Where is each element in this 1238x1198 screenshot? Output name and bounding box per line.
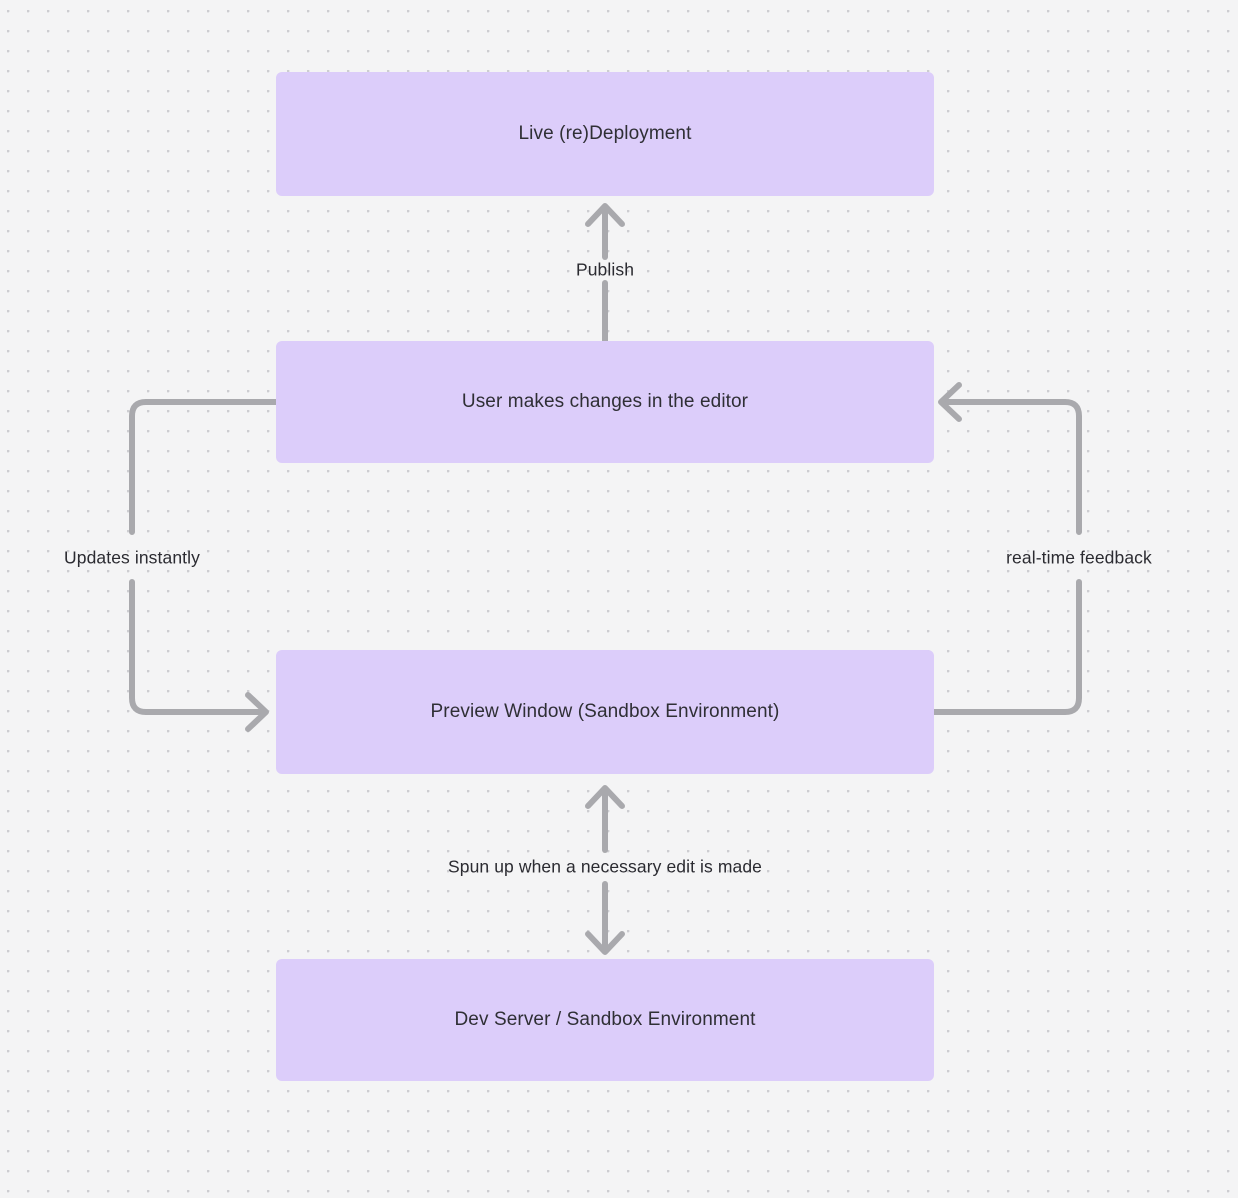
node-dev-server-label: Dev Server / Sandbox Environment	[454, 1008, 756, 1030]
edge-updates-path-upper	[129, 399, 279, 535]
node-user-edits[interactable]: User makes changes in the editor	[276, 341, 934, 463]
edge-updates-arrowhead-right	[245, 692, 269, 732]
edge-label-updates-instantly: Updates instantly	[64, 547, 200, 568]
node-dev-server[interactable]: Dev Server / Sandbox Environment	[276, 959, 934, 1081]
edge-publish-arrowhead-up	[585, 203, 625, 227]
node-live-deployment-label: Live (re)Deployment	[518, 122, 692, 144]
edge-updates-path-lower	[129, 579, 265, 715]
edge-label-spun-up: Spun up when a necessary edit is made	[447, 856, 763, 877]
edge-realtime-arrowhead-left	[938, 382, 962, 422]
edge-realtime-path-lower	[931, 579, 1082, 715]
edge-label-publish: Publish	[575, 259, 635, 280]
node-preview-window-label: Preview Window (Sandbox Environment)	[430, 700, 780, 722]
edge-spunup-arrowhead-down	[585, 931, 625, 955]
edge-spunup-arrowhead-up	[585, 785, 625, 809]
node-preview-window[interactable]: Preview Window (Sandbox Environment)	[276, 650, 934, 774]
node-user-edits-label: User makes changes in the editor	[461, 390, 749, 412]
edge-label-real-time-feedback: real-time feedback	[1006, 547, 1152, 568]
node-live-deployment[interactable]: Live (re)Deployment	[276, 72, 934, 196]
edge-realtime-path-upper	[942, 399, 1082, 535]
